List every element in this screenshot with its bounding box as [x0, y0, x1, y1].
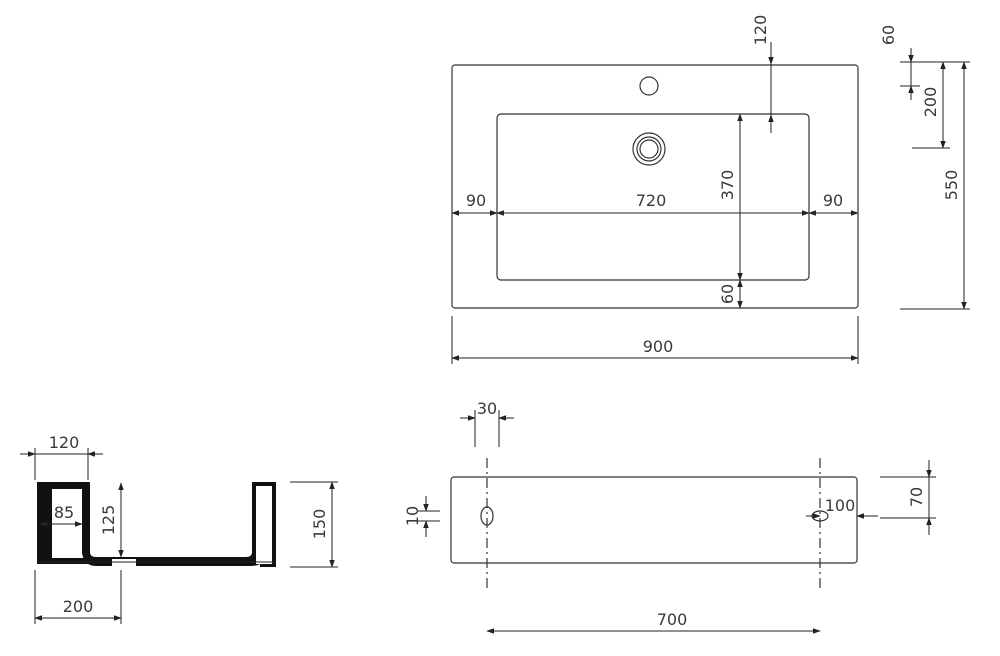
bowl-outline	[496, 113, 810, 281]
dim-wall: 120	[49, 433, 80, 452]
dim-side-left: 90	[466, 191, 486, 210]
dim-hole-height: 10	[403, 506, 422, 526]
right-dimensions: 60 200 550	[879, 25, 970, 310]
dim-fixing-dia: 30	[477, 399, 497, 418]
dim-side-right: 90	[823, 191, 843, 210]
front-view: 30 10 100 70 700	[403, 399, 936, 634]
dim-front-to-drain: 200	[63, 597, 94, 616]
front-outline	[450, 476, 858, 564]
dim-inner-depth: 370	[718, 170, 737, 201]
dim-bowl-to-hole: 200	[921, 87, 940, 118]
section-profile	[37, 482, 100, 564]
dim-hole-offset: 120	[751, 15, 770, 46]
tap-hole	[639, 76, 659, 96]
dim-overall-depth: 550	[942, 170, 961, 201]
dim-front-margin: 60	[718, 284, 737, 304]
fixing-hole-left	[480, 506, 494, 526]
basin-outline	[451, 64, 859, 309]
dim-drain-dist: 85	[54, 503, 74, 522]
drain-icon	[632, 132, 666, 166]
top-view: 120 90 720 90 370 60 900	[451, 15, 859, 364]
dim-outer-height: 150	[310, 509, 329, 540]
dim-overall-width: 900	[643, 337, 674, 356]
dim-inner-width: 720	[636, 191, 667, 210]
dim-fixing-spacing: 700	[657, 610, 688, 629]
section-view: 120 85 125 150 200	[20, 433, 338, 624]
dim-fixing-height: 70	[907, 487, 926, 507]
dim-inner-depth-section: 125	[99, 505, 118, 536]
dim-hole-edge: 100	[825, 496, 856, 515]
dim-rim: 60	[879, 25, 898, 45]
